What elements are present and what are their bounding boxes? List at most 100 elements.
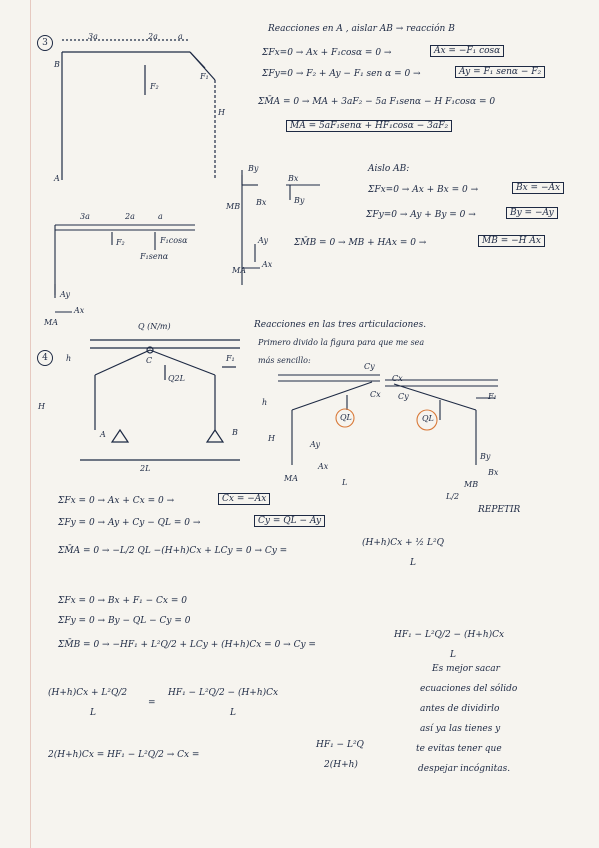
p3-dim-a: a <box>178 32 183 41</box>
p3-eq2-result: Ay = F₁ senα − F₂ <box>455 66 546 78</box>
p3-beam-ma: MA <box>44 318 58 327</box>
p4-eqC-equals: = <box>148 698 156 708</box>
p3-eq3-result: MA = 5aF₁senα + HF₁cosα − 3aF₂ <box>286 120 453 132</box>
p4-eqD: 2(H+h)Cx = HF₁ − L²Q/2 → Cx = <box>48 750 200 760</box>
problem3-fbd <box>241 170 320 285</box>
p4-fbd-cy: Cy <box>364 362 375 371</box>
p3-fbd-bx2: Bx <box>288 174 299 183</box>
p4-eqA3-denominator: L <box>410 558 416 568</box>
p3-eq2: ΣFy=0 → F₂ + Ay − F₁ sen α = 0 → <box>262 69 421 79</box>
p3-ab-eq3-result: MB = −H Ax <box>478 235 545 247</box>
p4-fbd-ql2: QL <box>422 414 434 423</box>
p4-load-label: Q (N/m) <box>138 322 171 331</box>
p3-ab-eq1-result: Bx = −Ax <box>512 182 565 194</box>
p3-ab-eq1: ΣFx=0 → Ax + Bx = 0 → <box>368 185 479 195</box>
p3-aislo-heading: Aislo AB: <box>368 164 410 174</box>
p4-eqA2-result: Cy = QL − Ay <box>254 515 326 527</box>
p3-ab-eq2-result: By = −Ay <box>506 207 558 219</box>
p4-span: 2L <box>140 464 151 473</box>
p4-eqD-numerator: HF₁ − L²Q <box>316 740 364 750</box>
p4-q2l: Q2L <box>168 374 185 383</box>
side-note-line-4: así ya las tienes y <box>420 724 501 734</box>
p3-dim-3a: 3a <box>88 32 98 41</box>
p3-beam-ay: Ay <box>60 290 70 299</box>
problem3-beam <box>54 224 195 313</box>
p3-dim-2a: 2a <box>148 32 158 41</box>
p4-eqA3-numerator: (H+h)Cx + ½ L²Q <box>362 538 444 548</box>
p4-eqA3: ΣM̄A = 0 → −L/2 QL −(H+h)Cx + LCy = 0 → … <box>58 546 288 556</box>
p4-eqA1: ΣFx = 0 → Ax + Cx = 0 → <box>58 496 175 506</box>
p3-fbd-bx: Bx <box>256 198 267 207</box>
p4-fbd-ma: MA <box>284 474 298 483</box>
p4-eqA1-result: Cx = −Ax <box>218 493 271 505</box>
p4-fbd-cx2: Cx <box>392 374 403 383</box>
p4-fbd-H: H <box>268 434 275 443</box>
p4-eqC-left-den: L <box>90 708 96 718</box>
page-margin-line <box>30 0 31 848</box>
p4-fbd-ay: Ay <box>310 440 320 449</box>
p3-fbd-ma: MA <box>232 266 246 275</box>
side-note-line-5: te evitas tener que <box>416 744 502 754</box>
p3-point-b: B <box>54 60 60 69</box>
p4-eqB1: ΣFx = 0 → Bx + F₁ − Cx = 0 <box>58 596 187 606</box>
p4-point-c: C <box>146 356 153 365</box>
p4-fbd-ql: QL <box>340 413 352 422</box>
p4-point-a: A <box>100 430 106 439</box>
p3-beam-a: a <box>158 212 163 221</box>
side-note-line-2: ecuaciones del sólido <box>420 684 518 694</box>
p4-intro-2: Primero divido la figura para que me sea <box>258 338 425 347</box>
p4-fbd-L: L <box>342 478 348 487</box>
p4-fbd-ax: Ax <box>318 462 329 471</box>
p3-fbd-by2: By <box>294 196 305 205</box>
side-note-line-1: Es mejor sacar <box>432 664 500 674</box>
p4-fbd-by: By <box>480 452 491 461</box>
p3-heading: Reacciones en A , aislar AB → reacción B <box>268 24 455 34</box>
p3-eq1: ΣFx=0 → Ax + F₁cosα = 0 → <box>262 48 392 58</box>
p4-eqB3: ΣM̄B = 0 → −HF₁ + L²Q/2 + LCy + (H+h)Cx … <box>58 640 316 650</box>
p4-point-b: B <box>232 428 238 437</box>
p4-fbd-mb: MB <box>464 480 479 489</box>
p4-fbd-cy2: Cy <box>398 392 409 401</box>
problem4-frame <box>80 339 240 461</box>
p3-beam-f1sen: F₁senα <box>140 252 169 261</box>
p4-fbd-cx: Cx <box>370 390 381 399</box>
p3-eq1-result: Ax = −F₁ cosα <box>430 45 505 57</box>
p3-beam-3a: 3a <box>80 212 90 221</box>
p3-beam-f2: F₂ <box>116 238 125 247</box>
problem4-fbd <box>278 374 498 465</box>
p3-fbd-ax: Ax <box>262 260 273 269</box>
p4-fbd-f1: F₁ <box>488 392 497 401</box>
problem4-number: 4 <box>37 350 53 366</box>
p4-eqC-left-num: (H+h)Cx + L²Q/2 <box>48 688 128 698</box>
p4-eqC-right-den: L <box>230 708 236 718</box>
p3-beam-2a: 2a <box>125 212 135 221</box>
p3-eq3: ΣM̄A = 0 → MA + 3aF₂ − 5a F₁senα − H F₁c… <box>258 97 496 107</box>
p4-height-H: H <box>38 402 45 411</box>
p3-force-f2: F₂ <box>150 82 159 91</box>
p3-beam-ax: Ax <box>74 306 85 315</box>
p3-point-a: A <box>54 174 60 183</box>
p4-repetir: REPETIR <box>478 505 521 515</box>
p4-f1: F₁ <box>226 354 235 363</box>
p4-fbd-h: h <box>262 398 268 407</box>
p4-eqB3-denominator: L <box>450 650 456 660</box>
side-note-line-6: despejar incógnitas. <box>418 764 511 774</box>
problem3-frame <box>61 39 216 180</box>
p3-fbd-ay: Ay <box>258 236 268 245</box>
p3-fbd-mb: MB <box>226 202 241 211</box>
side-note-line-3: antes de dividirlo <box>420 704 500 714</box>
p4-eqB2: ΣFy = 0 → By − QL − Cy = 0 <box>58 616 191 626</box>
p3-ab-eq3: ΣM̄B = 0 → MB + HAx = 0 → <box>294 238 427 248</box>
p3-beam-f1cos: F₁cosα <box>160 236 188 245</box>
p4-eqA2: ΣFy = 0 → Ay + Cy − QL = 0 → <box>58 518 201 528</box>
p4-h-small: h <box>66 354 72 363</box>
p4-intro-1: Reacciones en las tres articulaciones. <box>254 320 427 330</box>
p3-ab-eq2: ΣFy=0 → Ay + By = 0 → <box>366 210 476 220</box>
p4-fbd-half: L/2 <box>446 492 460 501</box>
p4-fbd-bx: Bx <box>488 468 499 477</box>
p3-fbd-by: By <box>248 164 259 173</box>
p4-intro-3: más sencillo: <box>258 356 311 365</box>
problem3-number: 3 <box>37 35 53 51</box>
p4-eqD-denominator: 2(H+h) <box>324 760 358 770</box>
